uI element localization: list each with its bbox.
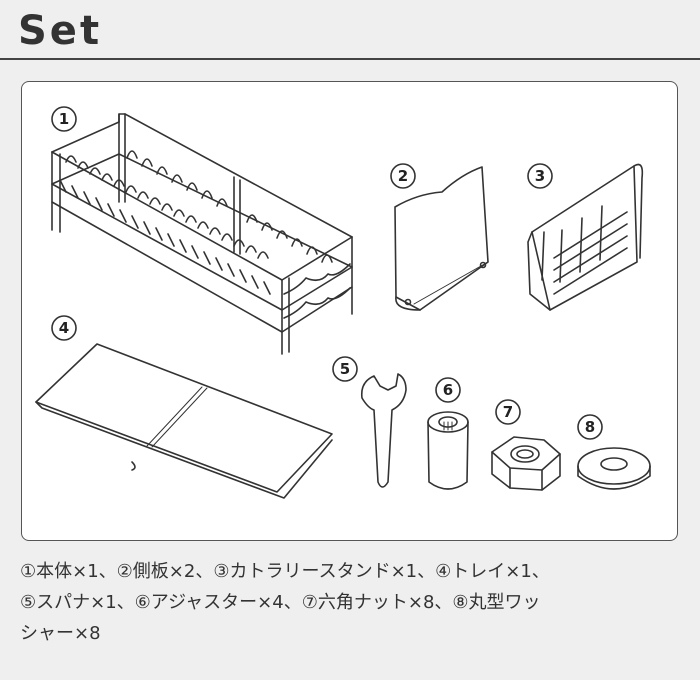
description-line-1: ①本体×1、②側板×2、③カトラリースタンド×1、④トレイ×1、: [20, 561, 550, 582]
item-number-2: 2: [398, 167, 408, 185]
title-divider: [0, 58, 700, 60]
parts-panel: 1 2 3 4 5 6 7 8: [21, 81, 678, 541]
page-title: Set: [18, 8, 103, 54]
hex-nut-icon: [491, 399, 561, 491]
cutlery-stand-icon: [527, 163, 644, 311]
item-number-5: 5: [340, 360, 350, 378]
tray-icon: [35, 315, 333, 499]
description-line-3: シャー×8: [20, 623, 101, 644]
dish-rack-icon: [51, 106, 353, 355]
item-number-4: 4: [59, 319, 69, 337]
item-number-7: 7: [503, 403, 513, 421]
item-number-8: 8: [585, 418, 595, 436]
washer-icon: [577, 414, 651, 490]
item-number-1: 1: [59, 110, 69, 128]
item-number-6: 6: [443, 381, 453, 399]
parts-description: ①本体×1、②側板×2、③カトラリースタンド×1、④トレイ×1、 ⑤スパナ×1、…: [20, 556, 685, 649]
adjuster-icon: [427, 377, 469, 490]
description-line-2: ⑤スパナ×1、⑥アジャスター×4、⑦六角ナット×8、⑧丸型ワッ: [20, 592, 541, 613]
side-panel-icon: [390, 163, 489, 311]
wrench-icon: [332, 356, 407, 488]
item-number-3: 3: [535, 167, 545, 185]
parts-illustration: 1 2 3 4 5 6 7 8: [35, 106, 651, 499]
